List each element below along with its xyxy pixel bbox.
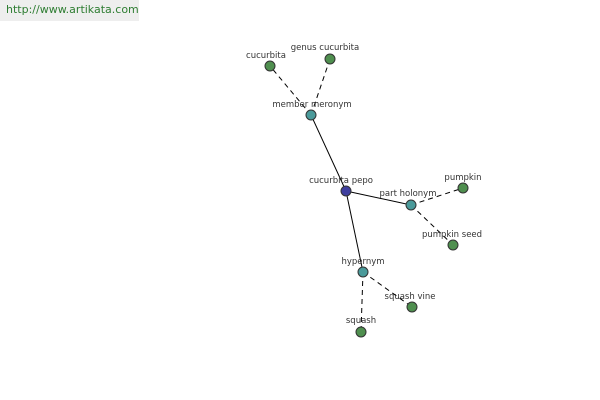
edge-part-holonym-pumpkin-seed xyxy=(410,204,454,246)
watermark-link-text[interactable]: http://www.artikata.com xyxy=(6,3,139,16)
node-genus-cucurbita[interactable] xyxy=(324,53,336,65)
edge-hypernym-squash xyxy=(360,271,364,333)
label-cucurbita: cucurbita xyxy=(246,51,286,61)
node-pumpkin-seed[interactable] xyxy=(447,239,459,251)
label-member-meronym: member meronym xyxy=(272,100,351,110)
edge-member-meronym-genus-cucurbita xyxy=(310,58,331,116)
edge-part-holonym-pumpkin xyxy=(410,187,464,206)
node-cucurbita[interactable] xyxy=(264,60,276,72)
node-cucurbita-pepo[interactable] xyxy=(340,185,352,197)
label-genus-cucurbita: genus cucurbita xyxy=(291,43,359,53)
node-squash[interactable] xyxy=(355,326,367,338)
label-cucurbita-pepo: cucurbita pepo xyxy=(309,176,373,186)
label-pumpkin-seed: pumpkin seed xyxy=(422,230,482,240)
edge-root-part-holonym xyxy=(345,190,412,206)
label-squash-vine: squash vine xyxy=(385,292,436,302)
edge-hypernym-squash-vine xyxy=(362,271,413,308)
edge-member-meronym-cucurbita xyxy=(269,65,312,116)
label-hypernym: hypernym xyxy=(341,257,384,267)
node-pumpkin[interactable] xyxy=(457,182,469,194)
edge-root-member-meronym xyxy=(310,114,347,192)
watermark-banner: http://www.artikata.com xyxy=(0,0,139,21)
node-member-meronym[interactable] xyxy=(305,109,317,121)
node-part-holonym[interactable] xyxy=(405,199,417,211)
label-squash: squash xyxy=(346,316,376,326)
edge-root-hypernym xyxy=(345,190,364,273)
node-hypernym[interactable] xyxy=(357,266,369,278)
label-pumpkin: pumpkin xyxy=(444,173,481,183)
label-part-holonym: part holonym xyxy=(380,189,437,199)
node-squash-vine[interactable] xyxy=(406,301,418,313)
